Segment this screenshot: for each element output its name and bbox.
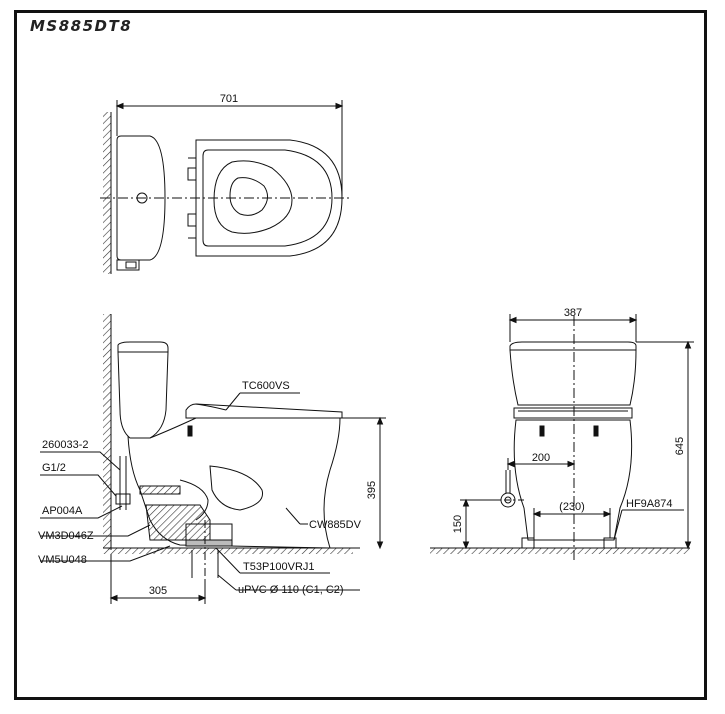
label-thread: G1/2: [42, 462, 66, 474]
front-tank: [509, 341, 637, 351]
front-bowl: [513, 419, 633, 541]
drawing-frame: [14, 10, 707, 700]
dim-387: 387: [564, 307, 582, 319]
dim-645: 645: [674, 437, 686, 455]
dim-395: 395: [366, 481, 378, 499]
side-wall-hatch: [103, 314, 111, 550]
dim-701: 701: [220, 93, 238, 105]
label-gasket: VM5U048: [38, 554, 87, 566]
dim-150: 150: [452, 515, 464, 533]
side-floor-hatch: [103, 548, 353, 554]
label-adapter: T53P100VRJ1: [243, 561, 315, 573]
dim-200: 200: [532, 452, 550, 464]
label-seat: TC600VS: [242, 380, 290, 392]
top-view: [100, 100, 350, 274]
label-bowl: CW885DV: [309, 519, 362, 531]
model-title: MS885DT8: [30, 17, 133, 35]
top-bowl-opening: [213, 160, 293, 234]
front-view: [430, 314, 694, 560]
top-tank-foot: [116, 259, 140, 271]
side-tank: [117, 341, 169, 353]
label-supply-hose: AP004A: [42, 505, 83, 517]
label-drain: uPVC Ø 110 (C1, C2): [238, 584, 344, 596]
label-angle-valve: 260033-2: [42, 439, 89, 451]
label-bolt-cap: HF9A874: [626, 498, 672, 510]
label-flange: VM3D046Z: [38, 530, 94, 542]
top-seat-inner: [202, 149, 333, 247]
front-seat: [513, 407, 633, 419]
dim-230: (230): [559, 501, 585, 513]
dim-305: 305: [149, 585, 167, 597]
top-bowl-inner: [229, 177, 268, 216]
side-view: [40, 314, 386, 604]
top-wall-hatch: [103, 112, 111, 274]
side-seat: [185, 403, 343, 419]
